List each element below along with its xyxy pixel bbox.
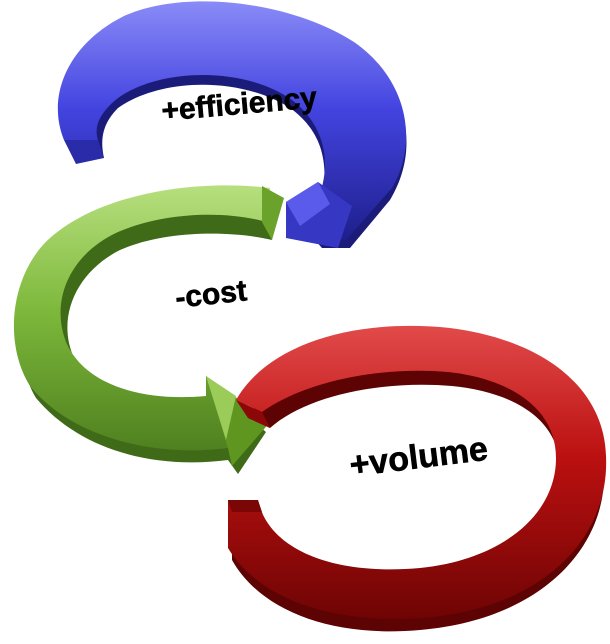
green-arrow-body: [13, 185, 271, 466]
red-arrow-end: [236, 400, 270, 428]
blue-arrow-tail: [64, 140, 104, 164]
volume-label: +volume: [347, 430, 489, 485]
green-cycle-arrow: [13, 185, 284, 474]
blue-arrow-body: [57, 1, 407, 241]
green-arrow-tail: [262, 186, 284, 240]
green-arrowhead-shine: [206, 376, 236, 440]
red-arrow-body: [228, 325, 607, 619]
cost-label: -cost: [174, 274, 249, 314]
red-arrow-tail: [228, 500, 262, 512]
blue-cycle-arrow: [57, 1, 407, 248]
red-cycle-arrow: [228, 325, 607, 632]
efficiency-label: +efficiency: [160, 81, 319, 127]
blue-arrowhead-shine: [286, 182, 330, 226]
